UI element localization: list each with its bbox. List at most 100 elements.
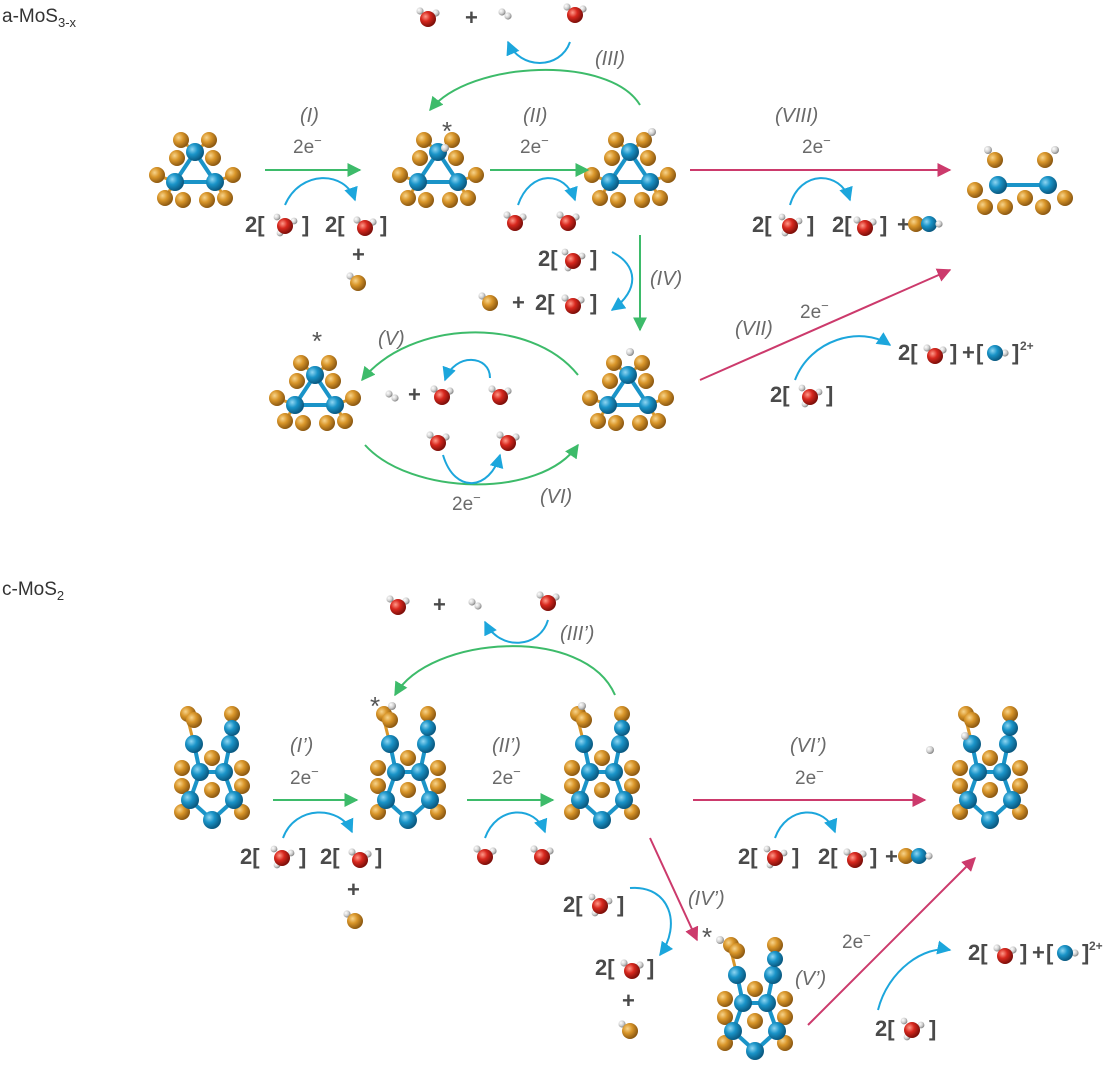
hydronium-icon	[763, 845, 788, 869]
section-a-title: a-MoS3-x	[2, 6, 77, 30]
coefficient: 2[	[535, 290, 555, 315]
water-molecule-icon	[348, 848, 372, 868]
chain-c1	[172, 704, 252, 831]
plus-sign: +	[347, 877, 360, 902]
coefficient: 2[	[240, 844, 260, 869]
blue-arrow-c-II	[484, 811, 548, 839]
blue-arrow-a-I	[284, 177, 358, 206]
arrow-c-III	[394, 645, 616, 697]
arrow-a-VI	[364, 443, 579, 486]
step-label-IV: (IV)	[650, 268, 682, 290]
h2s-icon	[343, 910, 363, 929]
chain-c4	[950, 704, 1030, 831]
coefficient: 2[	[968, 940, 988, 965]
step-label-VI-prime: (VI’)	[790, 735, 827, 757]
plus-sign: +	[1032, 940, 1045, 965]
h-atom-icon	[716, 936, 724, 944]
water-molecule-icon	[561, 294, 585, 314]
bracket: ]	[950, 340, 957, 365]
plus-sign: +	[897, 212, 910, 237]
arrow-c-IV	[649, 837, 699, 942]
bracket: ]	[590, 246, 597, 271]
hydronium-icon	[273, 213, 298, 237]
bracket: ]	[870, 844, 877, 869]
star-a2: *	[442, 116, 452, 146]
water-molecule-icon	[430, 385, 454, 405]
bracket: ]	[302, 212, 309, 237]
coefficient: 2[	[563, 892, 583, 917]
h2s-icon	[346, 272, 366, 291]
electron-label: 2e−	[800, 298, 829, 323]
water-molecule-icon	[563, 3, 587, 23]
plus-sign: +	[465, 5, 478, 30]
h-atom-icon	[648, 128, 656, 136]
h-atom-icon	[578, 702, 586, 710]
coefficient: 2[	[320, 844, 340, 869]
water-molecule-icon	[386, 595, 410, 615]
chain-c5	[715, 935, 795, 1062]
charge-label: 2+	[1089, 939, 1103, 953]
plus-sign: +	[352, 242, 365, 267]
bracket: ]	[880, 212, 887, 237]
step-label-VIII: (VIII)	[775, 105, 818, 127]
blue-arrow-a-III	[506, 40, 571, 64]
blue-arrow-a-IV	[610, 251, 634, 311]
step-label-V-prime: (V’)	[795, 968, 826, 990]
plus-sign: +	[885, 844, 898, 869]
water-molecule-icon	[503, 211, 527, 231]
blue-arrow-c-III	[484, 619, 549, 644]
hydronium-icon	[798, 384, 823, 408]
step-label-II-prime: (II’)	[492, 735, 521, 757]
water-molecule-icon	[416, 7, 440, 27]
blue-arrow-c-VI	[774, 811, 838, 839]
step-label-I-prime: (I’)	[290, 735, 313, 757]
step-label-IV-prime: (IV’)	[688, 888, 725, 910]
plus-sign: +	[408, 382, 421, 407]
water-molecule-icon	[853, 216, 877, 236]
water-molecule-icon	[993, 944, 1017, 964]
bracket: ]	[1082, 940, 1089, 965]
electron-label: 2e−	[795, 764, 824, 789]
hydronium-icon	[588, 893, 613, 917]
step-label-II: (II)	[523, 105, 547, 127]
coefficient: 2[	[818, 844, 838, 869]
section-c-title: c-MoS2	[2, 579, 64, 603]
hydronium-icon	[270, 845, 295, 869]
electron-label: 2e−	[293, 133, 322, 158]
plus-sign: +	[962, 340, 975, 365]
star-a5: *	[312, 326, 322, 356]
hydronium-icon	[778, 213, 803, 237]
hydrogen-icon	[498, 8, 512, 20]
step-label-VII: (VII)	[735, 318, 773, 340]
h-atom-icon	[961, 732, 969, 740]
h-atom-icon	[626, 348, 634, 356]
s-mo-icon	[898, 848, 933, 864]
arrow-c-V	[807, 857, 976, 1026]
water-molecule-icon	[353, 216, 377, 236]
blue-arrow-c-I	[282, 811, 354, 839]
blue-arrow-a-II	[517, 177, 578, 206]
h-atom-icon	[388, 702, 396, 710]
water-molecule-icon	[426, 431, 450, 451]
water-molecule-icon	[923, 344, 947, 364]
coefficient: 2[	[875, 1016, 895, 1041]
water-molecule-icon	[488, 385, 512, 405]
chain-c2	[368, 704, 448, 831]
plus-sign: +	[512, 290, 525, 315]
hydronium-icon	[561, 248, 586, 272]
blue-arrow-c-IV	[629, 886, 674, 957]
bracket: ]	[807, 212, 814, 237]
coefficient: 2[	[325, 212, 345, 237]
mo-atom-icon	[1057, 945, 1079, 961]
electron-label: 2e−	[290, 764, 319, 789]
cluster-a1	[147, 130, 243, 210]
step-label-V: (V)	[378, 328, 405, 350]
step-label-III: (III)	[595, 48, 625, 70]
bracket: ]	[647, 955, 654, 980]
cluster-a6	[580, 353, 676, 433]
cluster-a4	[967, 146, 1073, 215]
bracket: ]	[929, 1016, 936, 1041]
electron-label: 2e−	[802, 133, 831, 158]
h2s-icon	[478, 292, 498, 311]
bracket: ]	[792, 844, 799, 869]
